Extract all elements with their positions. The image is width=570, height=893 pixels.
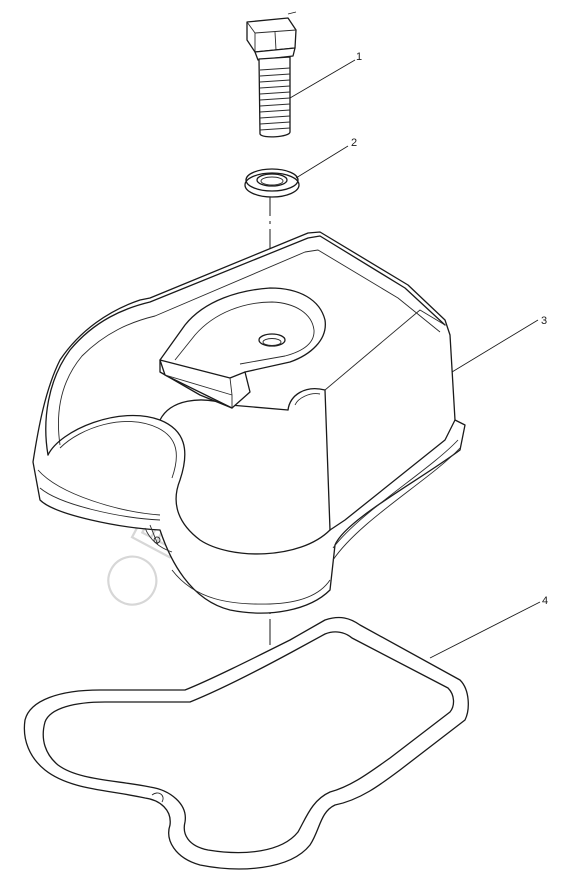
callout-leaders: [287, 11, 541, 659]
callout-2: 2: [351, 137, 357, 149]
callout-3: 3: [541, 315, 547, 327]
gasket-part-4: [23, 616, 469, 870]
bolt-part-1: [246, 17, 297, 138]
valve-cover-part-3: [32, 231, 466, 614]
callout-1: 1: [356, 51, 362, 63]
callout-4: 4: [542, 595, 548, 607]
washer-part-2: [244, 168, 300, 198]
